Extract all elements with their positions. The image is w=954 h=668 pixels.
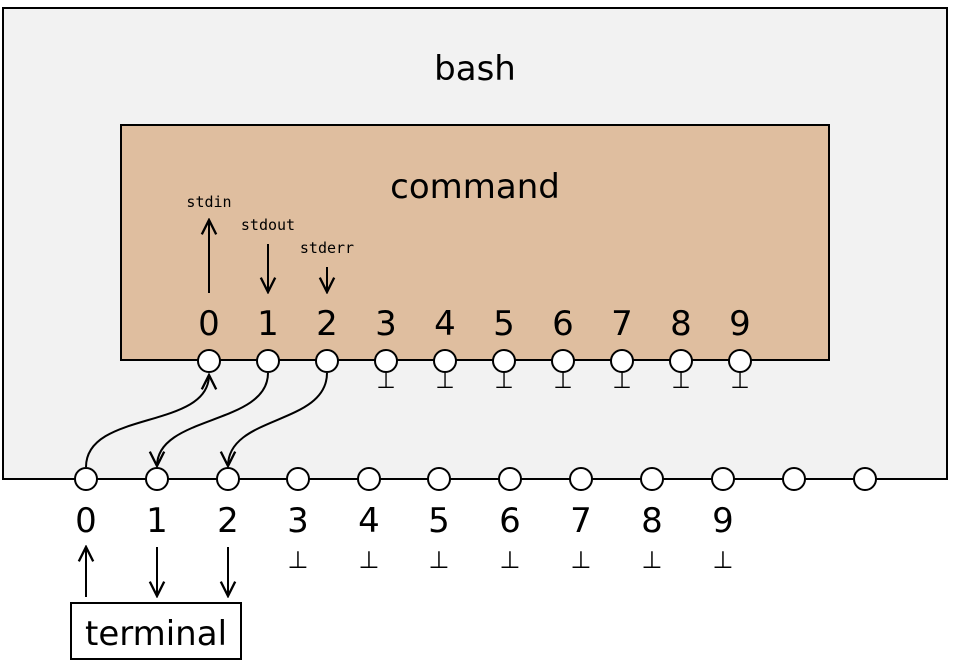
bash-label: bash bbox=[434, 49, 516, 89]
bash-fd-3: 3 bbox=[287, 501, 309, 541]
command-fd-port-8 bbox=[669, 349, 693, 373]
bash-fd-port-7 bbox=[569, 467, 593, 491]
bash-fd-port-2 bbox=[216, 467, 240, 491]
command-closed-6: ⊥ bbox=[553, 369, 572, 394]
terminal-label: terminal bbox=[85, 614, 227, 654]
command-fd-0: 0 bbox=[198, 304, 220, 344]
bash-fd-1: 1 bbox=[146, 501, 168, 541]
bash-fd-port-11 bbox=[853, 467, 877, 491]
bash-closed-9: ⊥ bbox=[713, 546, 734, 574]
command-label: command bbox=[390, 167, 560, 207]
bash-fd-0: 0 bbox=[75, 501, 97, 541]
command-fd-1: 1 bbox=[257, 304, 279, 344]
command-fd-9: 9 bbox=[729, 304, 751, 344]
bash-fd-5: 5 bbox=[428, 501, 450, 541]
stdin-label: stdin bbox=[186, 193, 231, 211]
command-closed-9: ⊥ bbox=[730, 369, 749, 394]
command-fd-port-1 bbox=[256, 349, 280, 373]
bash-fd-4: 4 bbox=[358, 501, 380, 541]
bash-closed-markers: ⊥ ⊥ ⊥ ⊥ ⊥ ⊥ ⊥ bbox=[288, 546, 734, 574]
bash-fd-2: 2 bbox=[217, 501, 239, 541]
bash-closed-6: ⊥ bbox=[500, 546, 521, 574]
bash-closed-8: ⊥ bbox=[642, 546, 663, 574]
stdout-connection bbox=[157, 372, 269, 466]
bash-fd-labels: 0 1 2 3 4 5 6 7 8 9 bbox=[75, 501, 734, 541]
command-process-box bbox=[120, 124, 830, 361]
command-fd-2: 2 bbox=[316, 304, 338, 344]
command-closed-3: ⊥ bbox=[376, 369, 395, 394]
command-fd-6: 6 bbox=[552, 304, 574, 344]
command-fd-port-5 bbox=[492, 349, 516, 373]
command-fd-port-6 bbox=[551, 349, 575, 373]
bash-fd-9: 9 bbox=[712, 501, 734, 541]
stderr-label: stderr bbox=[300, 239, 354, 257]
command-closed-8: ⊥ bbox=[671, 369, 690, 394]
bash-fd-port-6 bbox=[498, 467, 522, 491]
command-fd-port-3 bbox=[374, 349, 398, 373]
stdout-label: stdout bbox=[241, 216, 295, 234]
command-fd-8: 8 bbox=[670, 304, 692, 344]
command-fd-ports bbox=[197, 349, 752, 373]
bash-fd-port-8 bbox=[640, 467, 664, 491]
command-closed-5: ⊥ bbox=[494, 369, 513, 394]
command-fd-4: 4 bbox=[434, 304, 456, 344]
bash-fd-6: 6 bbox=[499, 501, 521, 541]
command-fd-3: 3 bbox=[375, 304, 397, 344]
bash-fd-port-9 bbox=[711, 467, 735, 491]
bash-closed-3: ⊥ bbox=[288, 546, 309, 574]
command-fd-port-2 bbox=[315, 349, 339, 373]
bash-fd-port-10 bbox=[782, 467, 806, 491]
bash-fd-port-5 bbox=[427, 467, 451, 491]
command-closed-7: ⊥ bbox=[612, 369, 631, 394]
bash-fd-8: 8 bbox=[641, 501, 663, 541]
bash-closed-7: ⊥ bbox=[571, 546, 592, 574]
bash-fd-port-3 bbox=[286, 467, 310, 491]
bash-fd-ports bbox=[74, 467, 877, 491]
terminal-box bbox=[70, 602, 242, 660]
bash-fd-port-4 bbox=[357, 467, 381, 491]
command-fd-5: 5 bbox=[493, 304, 515, 344]
command-closed-markers: ⊥ ⊥ ⊥ ⊥ ⊥ ⊥ ⊥ bbox=[376, 369, 749, 394]
stderr-connection bbox=[228, 372, 328, 466]
bash-fd-port-1 bbox=[145, 467, 169, 491]
bash-closed-5: ⊥ bbox=[429, 546, 450, 574]
command-fd-7: 7 bbox=[611, 304, 633, 344]
bash-fd-port-0 bbox=[74, 467, 98, 491]
command-closed-4: ⊥ bbox=[435, 369, 454, 394]
command-fd-port-9 bbox=[728, 349, 752, 373]
bash-fd-7: 7 bbox=[570, 501, 592, 541]
stdin-connection bbox=[85, 375, 209, 468]
command-fd-port-4 bbox=[433, 349, 457, 373]
command-fd-labels: 0 1 2 3 4 5 6 7 8 9 bbox=[198, 304, 751, 344]
bash-closed-4: ⊥ bbox=[359, 546, 380, 574]
command-fd-port-0 bbox=[197, 349, 221, 373]
command-fd-port-7 bbox=[610, 349, 634, 373]
